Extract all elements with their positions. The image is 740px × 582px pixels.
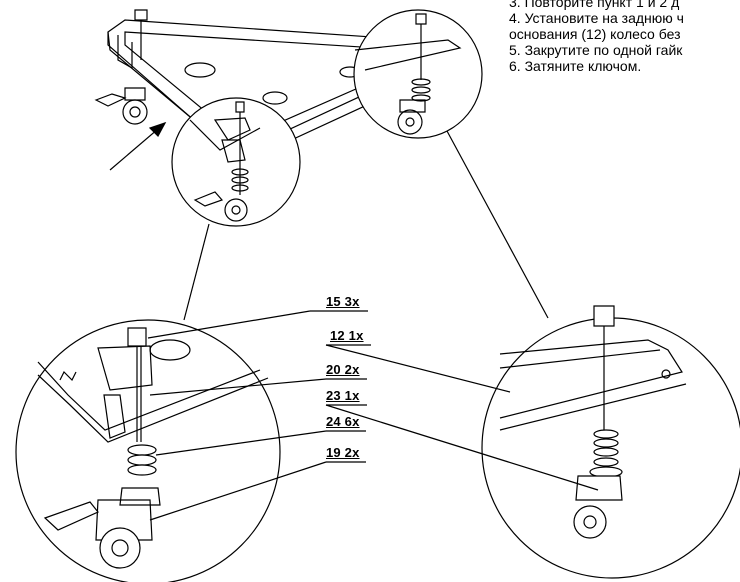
instruction-text: 3. Повторите пункт 1 и 2 д 4. Установите…: [509, 0, 740, 74]
detail-circle-large-rear: [481, 305, 740, 579]
callout-label: 20 2x: [326, 362, 360, 377]
callout-label: 15 3x: [326, 294, 360, 309]
callout-label: 24 6x: [326, 414, 360, 429]
detail-circle-large-front: [15, 319, 281, 582]
instruction-line: основания (12) колесо без: [509, 26, 681, 42]
detail-circle-front: [171, 97, 301, 227]
direction-arrow: [109, 121, 167, 171]
callout-label: 19 2x: [326, 445, 360, 460]
caster-wheel-small: [94, 87, 148, 125]
callout-label: 23 1x: [326, 388, 360, 403]
instruction-line: 4. Установите на заднюю ч: [509, 10, 684, 26]
leader-line: [446, 130, 549, 319]
leader-line: [183, 223, 210, 321]
callout-label: 12 1x: [330, 328, 364, 343]
callout-leaders: [147, 310, 599, 521]
instruction-line: 6. Затяните ключом.: [509, 58, 642, 74]
instruction-line: 3. Повторите пункт 1 и 2 д: [509, 0, 680, 10]
instruction-line: 5. Закрутите по одной гайк: [509, 42, 683, 58]
detail-circle-rear-top: [353, 9, 483, 139]
